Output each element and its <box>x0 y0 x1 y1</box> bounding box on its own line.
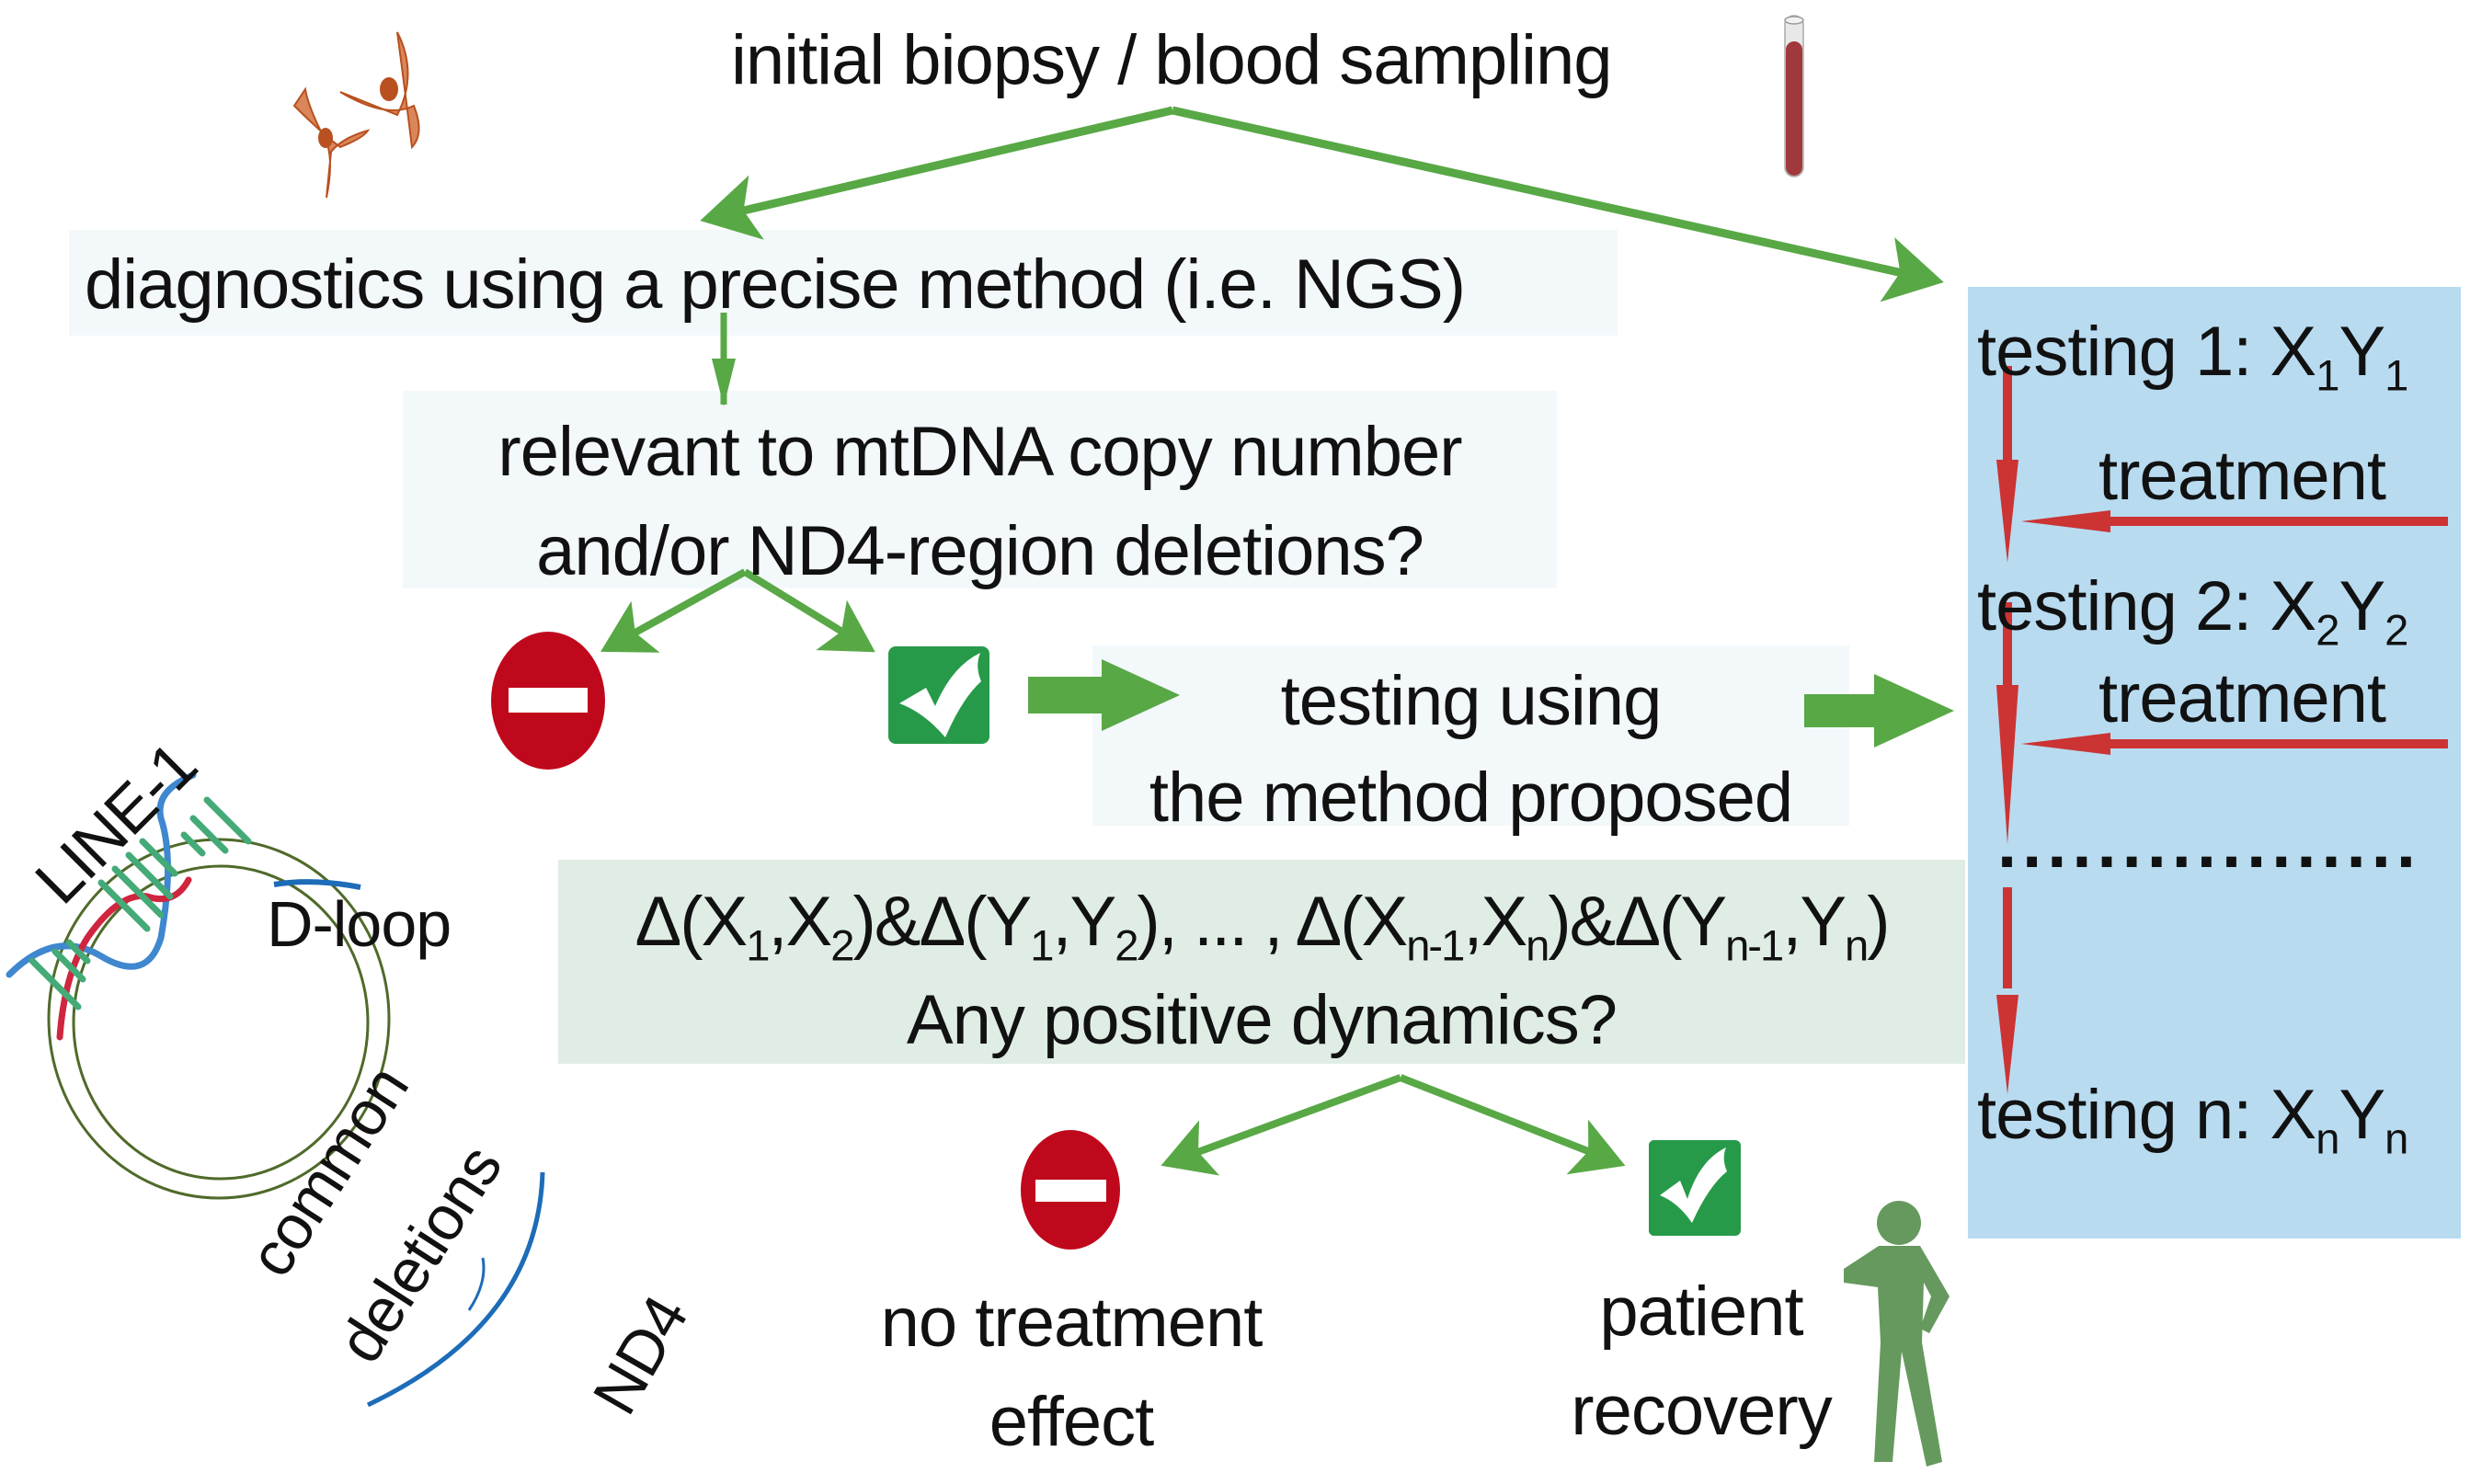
arrow-to-yes <box>742 568 875 653</box>
testing-panel <box>1968 287 2461 1239</box>
formula-subscript: n <box>1526 920 1549 970</box>
recovery-line-2: recovery <box>1571 1372 1832 1450</box>
arrow-to-diagnostics <box>700 106 1174 240</box>
formula-text: )&Δ(Y <box>1548 883 1727 961</box>
formula-subscript: n-1 <box>1406 920 1465 970</box>
formula-subscript: 2 <box>830 920 854 970</box>
block-arrow-to-method <box>1028 659 1180 731</box>
formula-text: Δ(X <box>635 883 748 961</box>
arrow-to-recovery <box>1399 1074 1626 1175</box>
dynamics-question: Any positive dynamics? <box>906 981 1618 1059</box>
no-effect-label: no treatment effect <box>809 1273 1333 1472</box>
dynamics-box <box>558 860 1965 1064</box>
formula-text: ), ... , Δ(X <box>1137 883 1408 961</box>
relevance-question: relevant to mtDNA copy number and/or ND4… <box>403 403 1557 601</box>
formula-subscript: n-1 <box>1725 920 1784 970</box>
formula-text: ,X <box>1463 883 1527 961</box>
recovery-label: patient recovery <box>1508 1262 1894 1461</box>
no-effect-line-1: no treatment <box>880 1284 1264 1362</box>
check-icon-outcome <box>1649 1140 1741 1236</box>
mtdna-circle-icon <box>47 838 545 1408</box>
testing-1: testing 1: X1Y1 <box>1977 313 2408 400</box>
initial-sampling-title: initial biopsy / blood sampling <box>731 21 1613 99</box>
diagnostics-label: diagnostics using a precise method (i.e.… <box>85 245 1466 324</box>
red-arrow-test2-onward <box>1996 602 2018 844</box>
recovery-line-1: patient <box>1599 1273 1803 1351</box>
red-arrow-ellipsis-to-testn <box>1996 887 2018 1094</box>
arrow-diagnostics-to-relevance <box>712 313 736 406</box>
arrow-to-testing-panel <box>1172 106 1944 303</box>
dna-helix-icon <box>6 771 252 1041</box>
formula-text: ,X <box>768 883 832 961</box>
formula-subscript: n <box>1845 920 1869 970</box>
treatment-label-1: treatment <box>2098 437 2386 515</box>
diagnostics-box <box>69 230 1618 336</box>
no-effect-line-2: effect <box>989 1383 1155 1461</box>
dloop-label: D-loop <box>267 888 452 960</box>
method-box <box>1092 645 1849 826</box>
fibroblast-cells-icon <box>292 31 420 199</box>
block-arrow-to-panel <box>1804 674 1954 748</box>
arrow-to-no <box>600 568 747 653</box>
relevance-box <box>403 391 1557 588</box>
testing-n: testing n: XnYn <box>1977 1076 2408 1163</box>
check-icon <box>888 646 989 744</box>
dynamics-formula: Δ(X1,X2)&Δ(Y1,Y2), ... , Δ(Xn-1,Xn)&Δ(Yn… <box>558 887 1965 967</box>
relevance-line-2: and/or ND4-region deletions? <box>536 512 1424 590</box>
formula-text: ,Y <box>1052 883 1116 961</box>
red-arrow-treatment-1 <box>2021 510 2448 532</box>
formula-text: )&Δ(Y <box>852 883 1032 961</box>
recovered-patient-icon <box>1844 1201 1950 1467</box>
method-line-1: testing using <box>1280 662 1663 740</box>
formula-subscript: 1 <box>746 920 770 970</box>
formula-subscript: 2 <box>1115 920 1138 970</box>
arrow-to-no-effect <box>1161 1074 1402 1176</box>
treatment-label-2: treatment <box>2098 659 2386 737</box>
relevance-line-1: relevant to mtDNA copy number <box>497 413 1462 491</box>
red-arrow-test1-to-test2 <box>1996 366 2018 563</box>
red-arrow-treatment-2 <box>2021 733 2448 755</box>
formula-text: ,Y <box>1782 883 1847 961</box>
method-line-2: the method proposed <box>1149 759 1793 837</box>
method-label: testing using the method proposed <box>1092 653 1849 846</box>
blood-tube-icon <box>1784 15 1804 177</box>
formula-subscript: 1 <box>1030 920 1054 970</box>
testing-2: testing 2: X2Y2 <box>1977 567 2408 655</box>
no-entry-icon-outcome <box>1021 1130 1120 1250</box>
no-entry-icon <box>491 632 605 770</box>
testing-ellipsis: ................. <box>1997 805 2421 883</box>
formula-text: ) <box>1867 883 1890 961</box>
